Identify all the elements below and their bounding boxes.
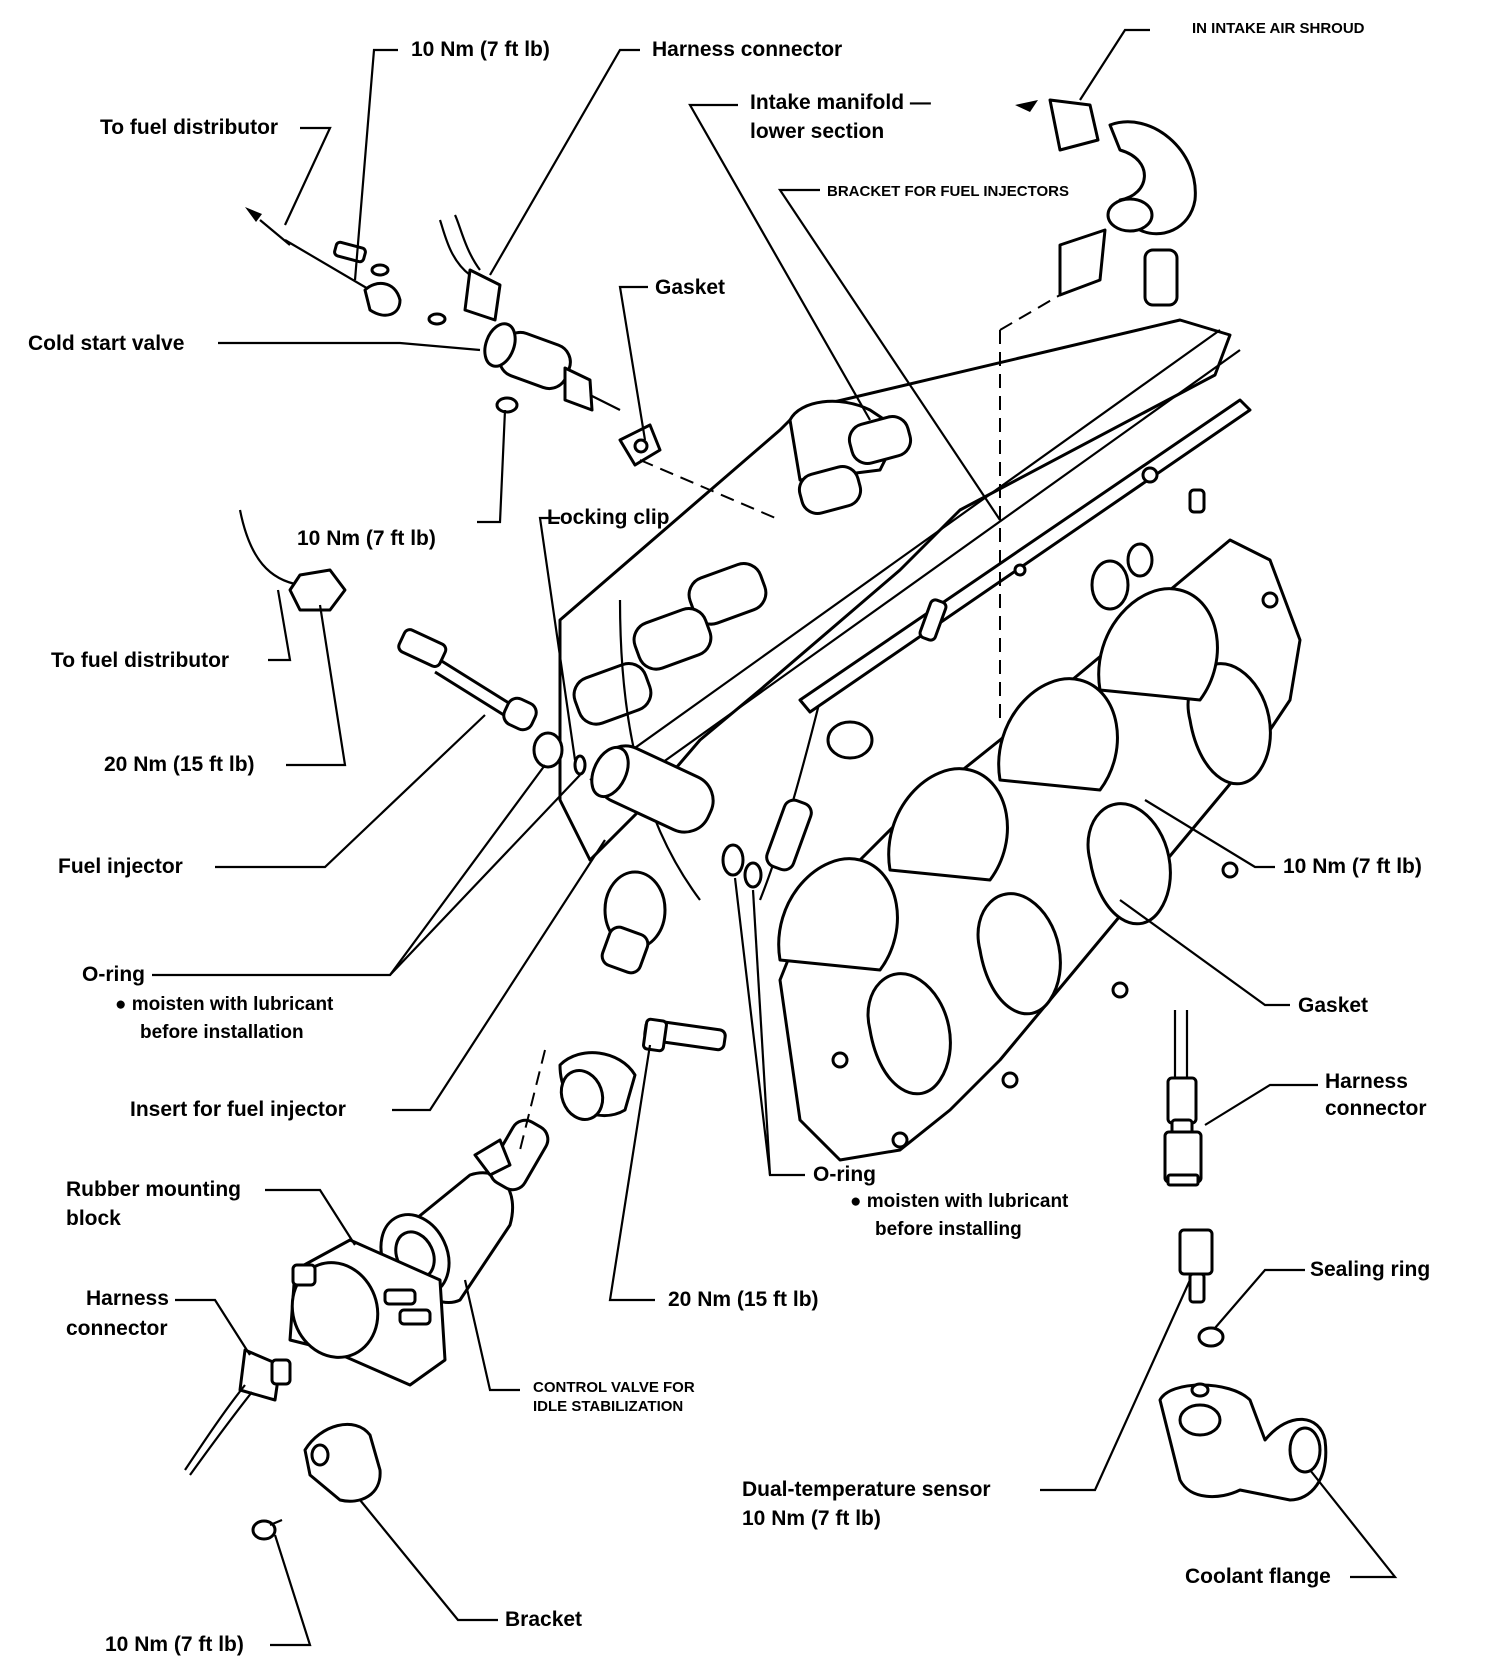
- label-o-ring-left-note-2: before installation: [140, 1022, 304, 1043]
- callout-labels: 10 Nm (7 ft lb) Harness connector IN INT…: [28, 20, 1430, 1656]
- label-to-fuel-distributor-mid: To fuel distributor: [51, 649, 229, 672]
- label-sealing-ring: Sealing ring: [1310, 1258, 1430, 1281]
- label-harness-connector-right-1: Harness: [1325, 1070, 1408, 1093]
- label-rubber-mounting-block-1: Rubber mounting: [66, 1178, 241, 1201]
- label-in-intake-air-shroud: IN INTAKE AIR SHROUD: [1192, 20, 1365, 37]
- diagram-artwork: [184, 98, 1328, 1541]
- o-ring-left-1: [532, 731, 564, 769]
- intake-air-shroud-elbow: [1015, 98, 1197, 307]
- bracket-bolt: [251, 1518, 283, 1541]
- idle-valve-stud: [642, 1017, 727, 1053]
- guide-line-gasket: [639, 459, 781, 521]
- rubber-mounting-block-part: [288, 1238, 447, 1387]
- label-intake-manifold-lower-line1: Intake manifold —: [750, 91, 931, 114]
- fuel-injector-part: [397, 628, 538, 732]
- guide-line-idle-valve: [519, 1049, 546, 1151]
- label-o-ring-right-note-1: ● moisten with lubricant: [850, 1191, 1069, 1212]
- bracket-for-fuel-injectors-part: [999, 228, 1107, 720]
- label-torque-cold-start-bolt: 10 Nm (7 ft lb): [411, 38, 550, 61]
- label-bracket-for-fuel-injectors: BRACKET FOR FUEL INJECTORS: [827, 183, 1069, 200]
- label-intake-manifold-lower-line2: lower section: [750, 120, 884, 143]
- label-torque-fuel-line: 20 Nm (15 ft lb): [104, 753, 255, 776]
- label-control-valve-2: IDLE STABILIZATION: [533, 1398, 683, 1415]
- label-o-ring-right-note-2: before installing: [875, 1219, 1022, 1240]
- label-harness-connector-left-1: Harness: [86, 1287, 169, 1310]
- o-ring-right-1: [721, 843, 745, 877]
- idle-valve-nipple: [600, 870, 667, 975]
- manifold-port-runners: [777, 488, 1219, 972]
- label-cold-start-valve: Cold start valve: [28, 332, 184, 355]
- label-dual-temperature-sensor: Dual-temperature sensor: [742, 1478, 991, 1501]
- label-fuel-injector: Fuel injector: [58, 855, 183, 878]
- o-ring-right-2: [743, 861, 763, 889]
- intake-manifold-lower-section: [558, 318, 1241, 901]
- label-gasket-top: Gasket: [655, 276, 725, 299]
- label-o-ring-left: O-ring: [82, 963, 145, 986]
- label-torque-sensor: 10 Nm (7 ft lb): [742, 1507, 881, 1530]
- fuel-injector-bracket: [798, 398, 1252, 714]
- label-torque-cold-start-mount: 10 Nm (7 ft lb): [297, 527, 436, 550]
- label-bracket-bottom: Bracket: [505, 1608, 582, 1631]
- fuel-injector-insert-part: [590, 744, 715, 834]
- label-torque-stud: 20 Nm (15 ft lb): [668, 1288, 819, 1311]
- idle-valve-coupler: [558, 1051, 637, 1121]
- dual-temperature-sensor-part: [1178, 1228, 1214, 1304]
- label-insert-for-fuel-injector: Insert for fuel injector: [130, 1098, 346, 1121]
- label-harness-connector-right-2: connector: [1325, 1097, 1427, 1120]
- label-control-valve-1: CONTROL VALVE FOR: [533, 1379, 695, 1396]
- label-gasket-right: Gasket: [1298, 994, 1368, 1017]
- harness-connector-right-part: [1163, 1010, 1203, 1187]
- label-to-fuel-distributor-top: To fuel distributor: [100, 116, 278, 139]
- label-harness-connector-top: Harness connector: [652, 38, 842, 61]
- fuel-line-banjo: [245, 207, 447, 326]
- label-rubber-mounting-block-2: block: [66, 1207, 121, 1230]
- coolant-flange-part: [1158, 1382, 1328, 1502]
- label-locking-clip: Locking clip: [547, 506, 670, 529]
- harness-connector-top-part: [438, 214, 502, 322]
- installed-injector: [765, 598, 948, 872]
- label-torque-bracket-bolt: 10 Nm (7 ft lb): [105, 1633, 244, 1656]
- label-torque-manifold-nut: 10 Nm (7 ft lb): [1283, 855, 1422, 878]
- fuel-line-nut: [238, 509, 347, 612]
- cold-start-valve: [483, 322, 621, 414]
- harness-connector-left-part: [184, 1348, 292, 1476]
- label-harness-connector-left-2: connector: [66, 1317, 168, 1340]
- label-coolant-flange: Coolant flange: [1185, 1565, 1331, 1588]
- bracket-bottom-part: [303, 1422, 382, 1503]
- cold-start-gasket: [618, 423, 662, 467]
- label-o-ring-right: O-ring: [813, 1163, 876, 1186]
- manifold-gasket-right: [778, 538, 1302, 1162]
- label-o-ring-left-note-1: ● moisten with lubricant: [115, 994, 334, 1015]
- sealing-ring-part: [1197, 1326, 1225, 1348]
- o-ring-left-2: [573, 754, 587, 776]
- leader-lines: [152, 28, 1398, 1647]
